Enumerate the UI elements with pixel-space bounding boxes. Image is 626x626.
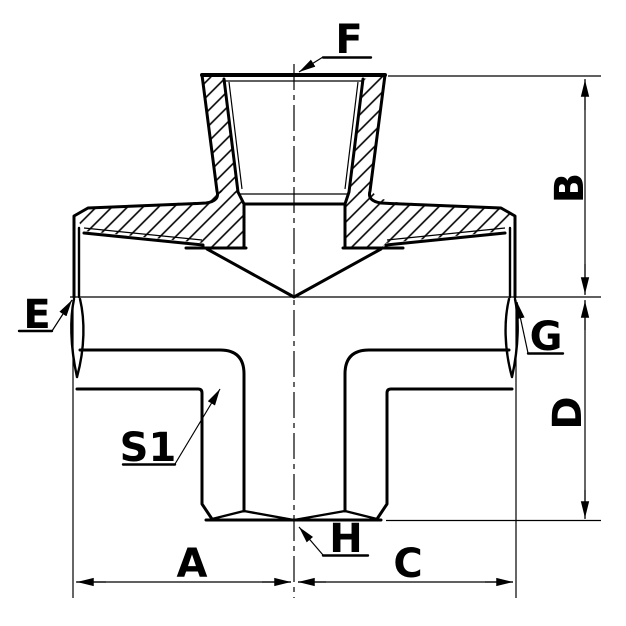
- label-f: F: [335, 17, 362, 63]
- leader-g: [516, 301, 529, 354]
- leader-h: [298, 526, 324, 556]
- outer-profile-right: [368, 73, 517, 299]
- label-b: B: [547, 173, 593, 204]
- label-c: C: [393, 541, 422, 587]
- side-arm-thread-crests: [83, 227, 506, 241]
- object-outline-bottom-view: [70, 297, 519, 522]
- hex-corner-left: [70, 297, 85, 379]
- label-d: D: [545, 396, 591, 429]
- fillet-profile-left: [78, 348, 246, 513]
- fillet-profile-right: [343, 348, 511, 513]
- arm-end-faces: [77, 226, 512, 299]
- label-a: A: [177, 541, 208, 587]
- top-port-thread: [222, 77, 365, 206]
- leader-lines: [17, 56, 565, 557]
- label-h: H: [329, 516, 362, 562]
- label-s1: S1: [120, 425, 177, 471]
- leader-e: [51, 299, 73, 332]
- outer-profile-left: [72, 73, 219, 299]
- drill-shoulder: [242, 202, 347, 250]
- leader-f: [298, 56, 324, 73]
- arm-silhouette-right: [375, 387, 514, 521]
- label-g: G: [530, 314, 563, 360]
- drill-cone: [205, 247, 383, 299]
- dimension-labels: F E G H S1 A C B D: [23, 17, 593, 587]
- object-outline-top-section: [72, 73, 517, 299]
- dimension-lines: [76, 79, 590, 587]
- label-e: E: [23, 292, 50, 338]
- arm-silhouette-left: [75, 387, 214, 521]
- leader-s1: [174, 388, 221, 465]
- top-port-thread-crest: [228, 81, 359, 190]
- hex-corner-right: [504, 297, 519, 379]
